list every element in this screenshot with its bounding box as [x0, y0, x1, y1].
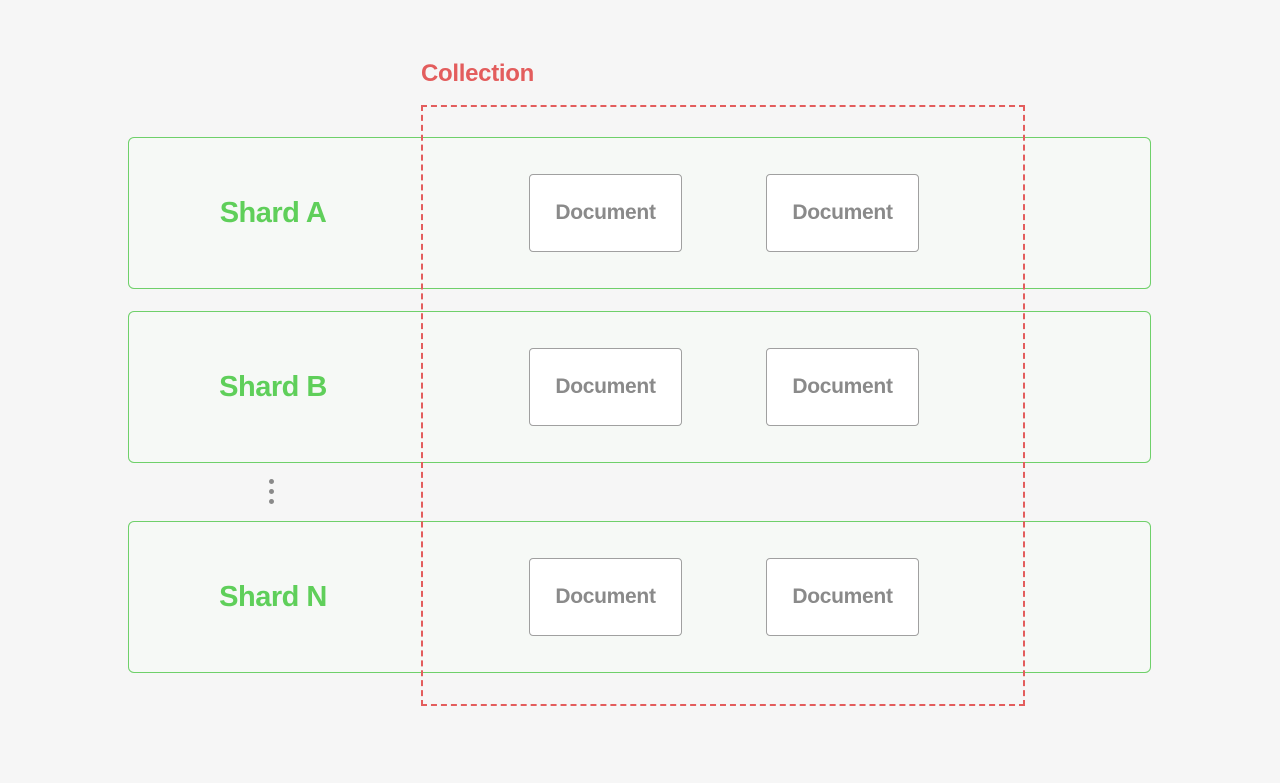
shard-label: Shard A	[219, 196, 327, 229]
collection-label: Collection	[421, 60, 535, 87]
shard-label: Shard N	[219, 580, 327, 613]
shard-a: Shard A Document Document	[128, 137, 1151, 289]
vertical-ellipsis-icon	[269, 479, 275, 507]
document-box: Document	[766, 348, 919, 426]
shard-b: Shard B Document Document	[128, 311, 1151, 463]
shard-label: Shard B	[219, 370, 327, 403]
document-box: Document	[766, 174, 919, 252]
document-box: Document	[529, 558, 682, 636]
shard-n: Shard N Document Document	[128, 521, 1151, 673]
document-box: Document	[766, 558, 919, 636]
document-box: Document	[529, 348, 682, 426]
document-box: Document	[529, 174, 682, 252]
